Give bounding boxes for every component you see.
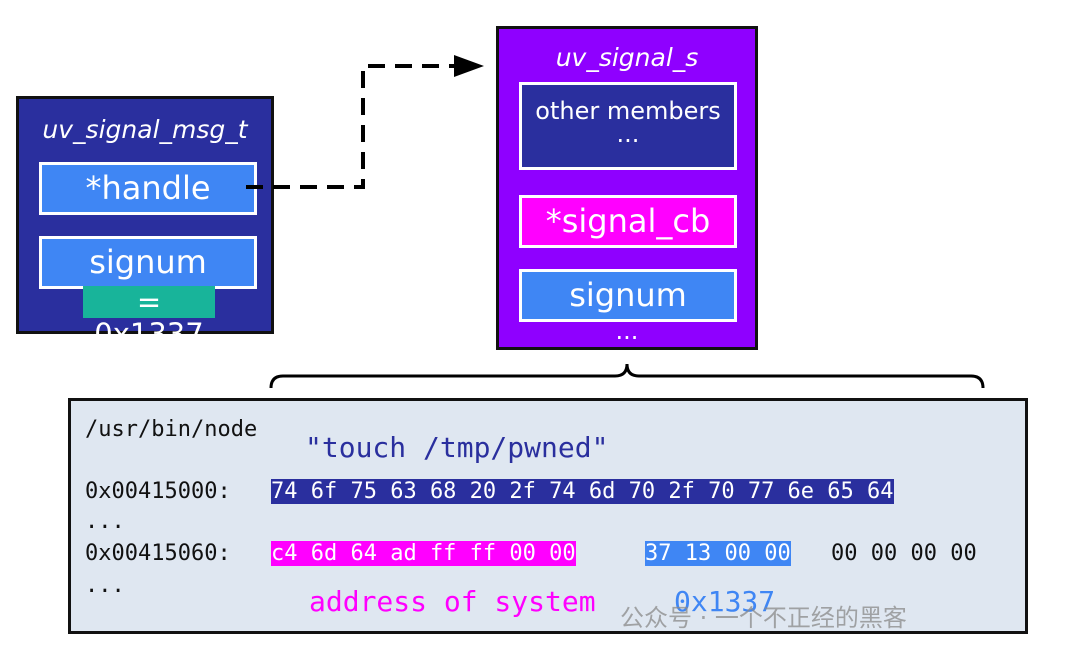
row1-address: 0x00415000:	[85, 479, 231, 504]
signum-value-label: 0x1337	[674, 585, 776, 618]
uv-signal-msg-t-struct: uv_signal_msg_t *handle signum = 0x1337	[16, 96, 274, 350]
uv-signal-s-struct: uv_signal_s other members ... *signal_cb…	[496, 26, 758, 350]
signal-cb-field: *signal_cb	[519, 195, 737, 248]
memory-brace	[269, 363, 985, 389]
row2-signum-bytes: 37 13 00 00	[645, 541, 791, 566]
pointer-arrow	[246, 64, 456, 189]
row1-bytes: 74 6f 75 63 68 20 2f 74 6d 70 2f 70 77 6…	[271, 479, 894, 504]
signal-signum-field: signum	[519, 269, 737, 322]
row2-address: 0x00415060:	[85, 541, 231, 566]
msg-signum-value: = 0x1337	[83, 286, 215, 350]
msg-signum-field: signum	[39, 236, 257, 289]
binary-path: /usr/bin/node	[85, 417, 258, 442]
ellipsis-2: ...	[85, 573, 125, 598]
other-members-ellipsis: ...	[616, 120, 640, 148]
msg-struct-title: uv_signal_msg_t	[42, 115, 248, 144]
watermark: 公众号 · 一个不正经的黑客	[620, 604, 907, 632]
pointer-arrowhead-icon	[454, 55, 484, 77]
system-address-label: address of system	[309, 585, 596, 618]
memory-dump-panel: /usr/bin/node "touch /tmp/pwned" 0x00415…	[68, 398, 1028, 634]
signal-trailing-ellipsis: ...	[615, 317, 639, 345]
other-members-label: other members	[535, 97, 721, 125]
row2-rest-bytes: 00 00 00 00	[831, 541, 977, 566]
other-members-field: other members ...	[519, 82, 737, 170]
ellipsis-1: ...	[85, 509, 125, 534]
signal-struct-title: uv_signal_s	[555, 43, 699, 72]
row2-system-bytes: c4 6d 64 ad ff ff 00 00	[271, 541, 576, 566]
handle-field: *handle	[39, 162, 257, 215]
command-string: "touch /tmp/pwned"	[305, 431, 609, 464]
